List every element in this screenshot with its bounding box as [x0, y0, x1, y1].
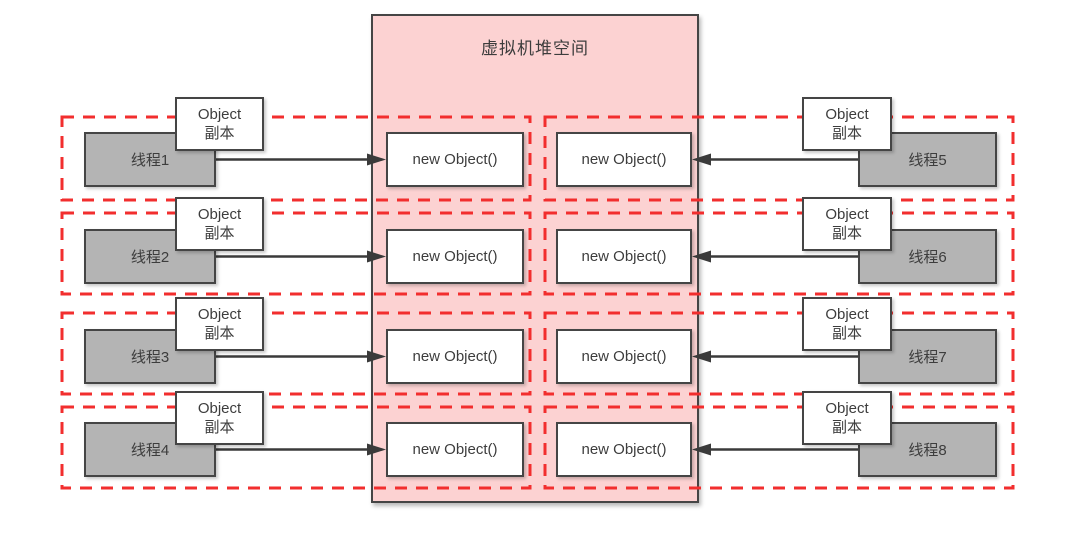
- object-copy-label-line2: 副本: [204, 225, 235, 242]
- heap-object-box-left-3: new Object(): [386, 329, 524, 384]
- object-copy-label-line1: Object: [825, 305, 869, 323]
- thread-5-scope-dashed-rect: [543, 115, 1015, 202]
- object-copy-box-thread-5: Object 副本: [802, 97, 892, 151]
- thread-4-scope-dashed-rect: [60, 405, 532, 490]
- object-copy-label-line2: 副本: [204, 125, 235, 142]
- thread-3-arrow-arrowhead-icon: [367, 350, 386, 363]
- thread-7-scope-dashed-rect: [543, 311, 1015, 396]
- object-copy-label-line1: Object: [825, 399, 869, 417]
- object-copy-label-line1: Object: [825, 205, 869, 223]
- thread-6-arrow-arrowhead-icon: [692, 250, 711, 263]
- object-copy-label-line2: 副本: [831, 125, 862, 142]
- object-copy-label-line1: Object: [197, 399, 242, 417]
- thread-4-arrow-arrowhead-icon: [367, 443, 386, 456]
- thread-2-scope-dashed-rect: [60, 211, 532, 296]
- thread-box-3: 线程3: [84, 329, 216, 384]
- object-copy-label-line2: 副本: [204, 325, 235, 342]
- object-copy-label-line2: 副本: [204, 419, 235, 436]
- object-copy-label-line1: Object: [197, 205, 242, 223]
- object-copy-box-thread-4: Object 副本: [175, 391, 264, 445]
- object-copy-label-line1: Object: [825, 105, 869, 123]
- heap-object-box-right-7: new Object(): [556, 329, 692, 384]
- heap-object-box-right-6: new Object(): [556, 229, 692, 284]
- thread-1-arrow-arrowhead-icon: [367, 153, 386, 166]
- thread-5-arrow-arrowhead-icon: [692, 153, 711, 166]
- object-copy-box-thread-6: Object 副本: [802, 197, 892, 251]
- object-copy-label-line2: 副本: [831, 419, 862, 436]
- heap-title: 虚拟机堆空间: [481, 39, 589, 58]
- thread-3-scope-dashed-rect: [60, 311, 532, 396]
- object-copy-label-line1: Object: [197, 305, 242, 323]
- thread-1-scope-dashed-rect: [60, 115, 532, 202]
- heap-object-box-left-2: new Object(): [386, 229, 524, 284]
- heap-object-box-right-5: new Object(): [556, 132, 692, 187]
- thread-box-4: 线程4: [84, 422, 216, 477]
- object-copy-box-thread-2: Object 副本: [175, 197, 264, 251]
- object-copy-label-line2: 副本: [831, 225, 862, 242]
- heap-object-box-right-8: new Object(): [556, 422, 692, 477]
- object-copy-box-thread-8: Object 副本: [802, 391, 892, 445]
- heap-object-box-left-4: new Object(): [386, 422, 524, 477]
- thread-6-scope-dashed-rect: [543, 211, 1015, 296]
- thread-8-scope-dashed-rect: [543, 405, 1015, 490]
- thread-7-arrow-arrowhead-icon: [692, 350, 711, 363]
- heap-object-box-left-1: new Object(): [386, 132, 524, 187]
- thread-box-7: 线程7: [858, 329, 997, 384]
- thread-8-arrow-arrowhead-icon: [692, 443, 711, 456]
- object-copy-box-thread-3: Object 副本: [175, 297, 264, 351]
- object-copy-box-thread-1: Object 副本: [175, 97, 264, 151]
- object-copy-box-thread-7: Object 副本: [802, 297, 892, 351]
- thread-2-arrow-arrowhead-icon: [367, 250, 386, 263]
- object-copy-label-line2: 副本: [831, 325, 862, 342]
- object-copy-label-line1: Object: [197, 105, 242, 123]
- thread-box-6: 线程6: [858, 229, 997, 284]
